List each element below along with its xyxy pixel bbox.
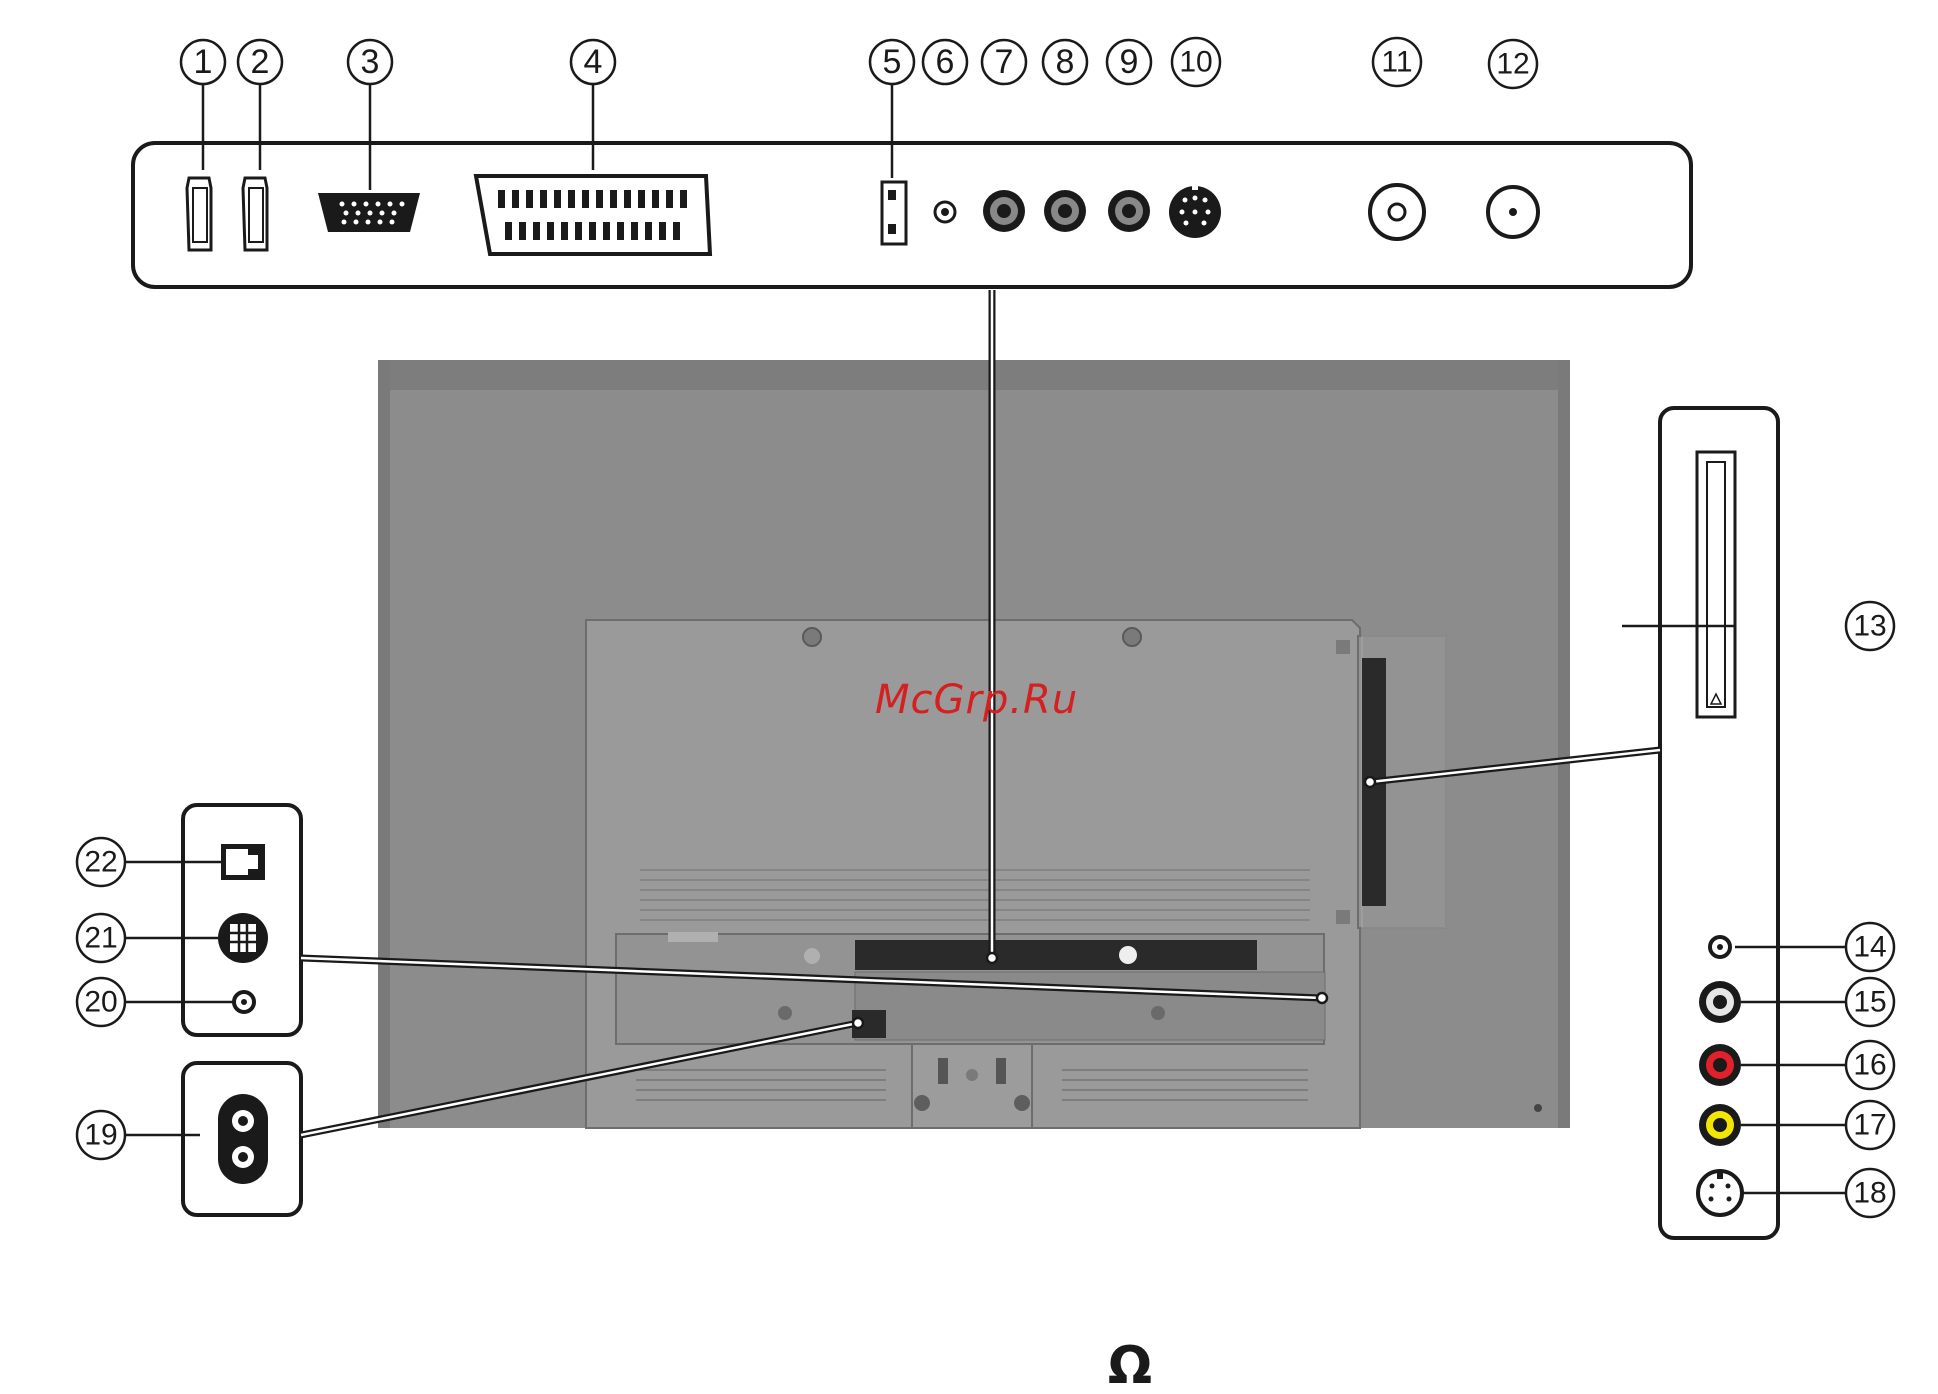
callout-6: 6 <box>923 40 967 84</box>
svg-text:6: 6 <box>936 43 955 81</box>
callout-2: 2 <box>238 40 282 84</box>
vga-port-shape <box>318 193 420 232</box>
callout-18: 18 <box>1846 1169 1894 1217</box>
svg-text:8: 8 <box>1056 43 1075 81</box>
svg-text:13: 13 <box>1853 610 1886 643</box>
svg-text:18: 18 <box>1853 1177 1886 1210</box>
callout-13: 13 <box>1846 602 1894 650</box>
svg-text:4: 4 <box>584 43 603 81</box>
callout-3: 3 <box>348 40 392 84</box>
callout-9: 9 <box>1107 40 1151 84</box>
rca-port-red-shape <box>1699 1044 1741 1086</box>
callout-11: 11 <box>1373 38 1421 86</box>
s-video-port-shape <box>1698 1171 1742 1215</box>
usb-port-shape <box>882 182 906 244</box>
callout-1: 1 <box>181 40 225 84</box>
callout-7: 7 <box>982 40 1026 84</box>
callout-21: 21 <box>77 914 125 962</box>
scart-port-shape <box>476 176 710 254</box>
svg-text:14: 14 <box>1853 931 1886 964</box>
callout-12: 12 <box>1489 40 1537 88</box>
callout-17: 17 <box>1846 1101 1894 1149</box>
callout-14: 14 <box>1846 923 1894 971</box>
ci-slot-shape <box>1697 452 1735 717</box>
svg-text:10: 10 <box>1179 46 1212 79</box>
hdmi-port-2-shape <box>243 178 267 250</box>
svg-text:16: 16 <box>1853 1049 1886 1082</box>
svg-text:21: 21 <box>84 922 117 955</box>
svg-text:7: 7 <box>995 43 1014 81</box>
watermark: McGrp.Ru <box>875 677 1078 723</box>
svg-text:22: 22 <box>84 846 117 879</box>
power-inlet-shape <box>218 1094 268 1184</box>
rca-port-9-shape <box>1108 190 1150 232</box>
satellite-port-shape <box>1488 187 1538 237</box>
callout-16: 16 <box>1846 1041 1894 1089</box>
hdmi-port-1-shape <box>187 178 211 250</box>
left-connector-panel <box>183 805 301 1035</box>
mini-jack-port-shape <box>935 202 955 222</box>
callout-10: 10 <box>1172 38 1220 86</box>
rca-port-7-shape <box>983 190 1025 232</box>
svg-text:5: 5 <box>883 43 902 81</box>
headphone-icon: Ω <box>1108 1336 1152 1394</box>
grid-port-shape <box>218 913 268 963</box>
svg-text:3: 3 <box>361 43 380 81</box>
callout-4: 4 <box>571 40 615 84</box>
svg-text:19: 19 <box>84 1119 117 1152</box>
side-connector-panel <box>1660 408 1778 1238</box>
callout-22: 22 <box>77 838 125 886</box>
svg-text:17: 17 <box>1853 1109 1886 1142</box>
small-jack-port-shape <box>234 992 254 1012</box>
rca-port-yellow-shape <box>1699 1104 1741 1146</box>
lan-port-shape <box>221 844 265 880</box>
svg-text:11: 11 <box>1381 46 1412 79</box>
svg-text:9: 9 <box>1120 43 1139 81</box>
svg-text:2: 2 <box>251 43 270 81</box>
callout-20: 20 <box>77 978 125 1026</box>
tv-back <box>378 360 1570 1128</box>
svg-text:12: 12 <box>1496 48 1529 81</box>
callout-19: 19 <box>77 1111 125 1159</box>
svg-text:20: 20 <box>84 986 117 1019</box>
top-connector-panel <box>133 143 1691 287</box>
rca-port-white-shape <box>1699 981 1741 1023</box>
svg-text:15: 15 <box>1853 986 1886 1019</box>
headphone-jack-shape <box>1710 937 1730 957</box>
antenna-port-shape <box>1370 185 1424 239</box>
callout-15: 15 <box>1846 978 1894 1026</box>
rca-port-8-shape <box>1044 190 1086 232</box>
svg-text:1: 1 <box>194 43 213 81</box>
callout-8: 8 <box>1043 40 1087 84</box>
power-panel <box>183 1063 301 1215</box>
callout-5: 5 <box>870 40 914 84</box>
